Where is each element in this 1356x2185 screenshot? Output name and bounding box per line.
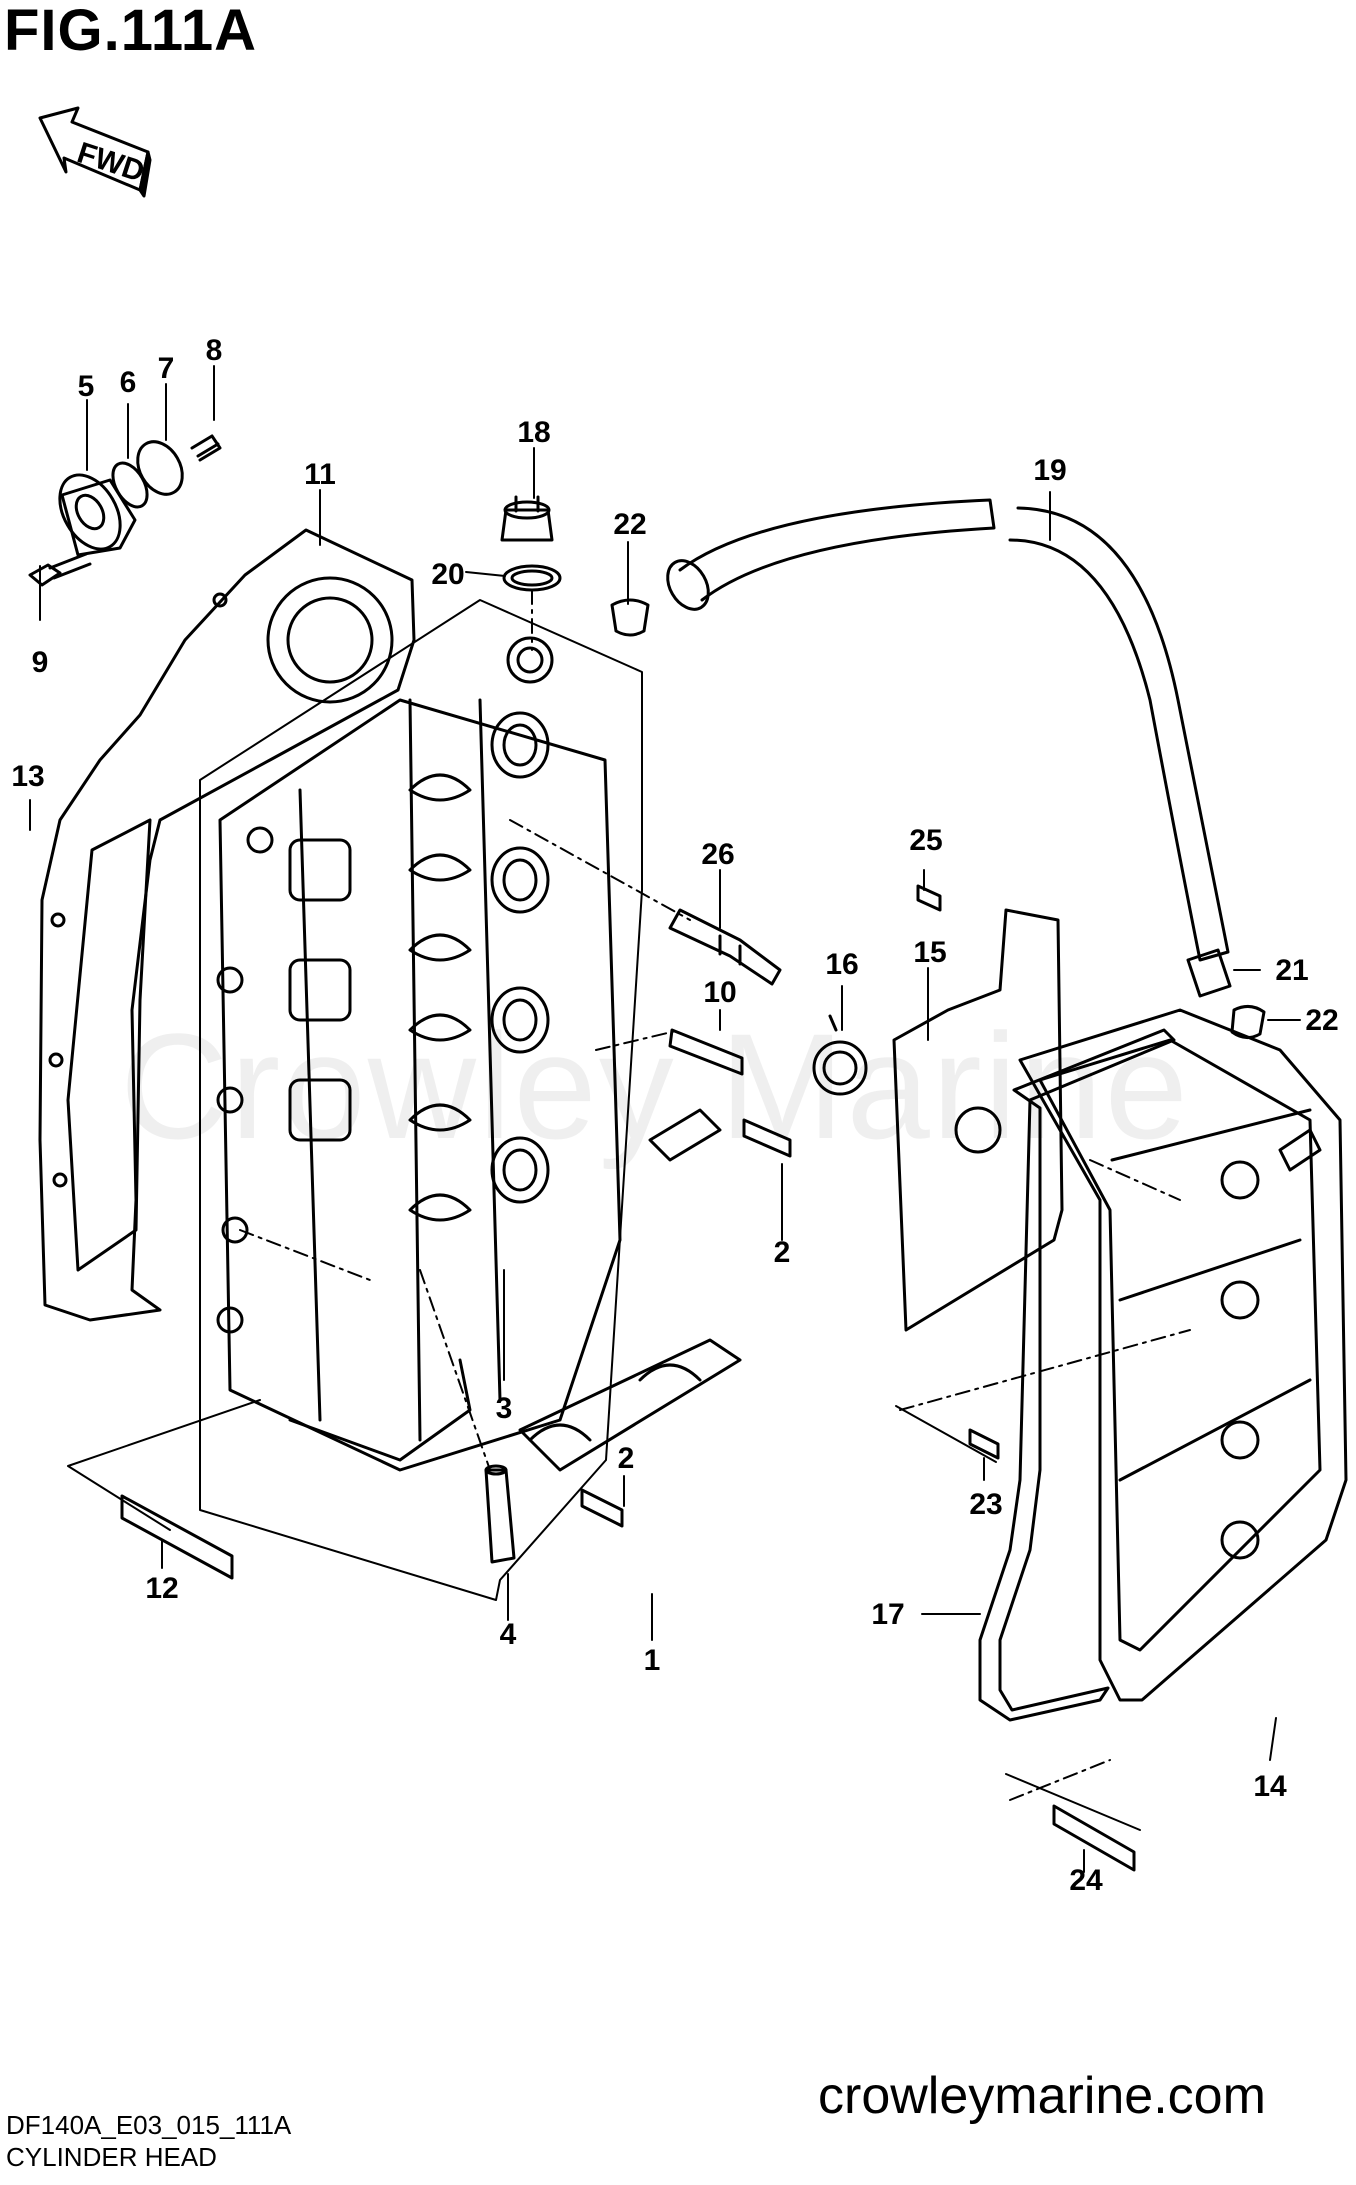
spark-plug xyxy=(668,908,782,986)
callout-10: 10 xyxy=(703,976,736,1009)
callout-3: 3 xyxy=(496,1392,513,1425)
callout-7: 7 xyxy=(158,352,175,385)
fwd-arrow-icon: FWD xyxy=(38,106,152,198)
callout-20: 20 xyxy=(431,558,464,591)
callout-5: 5 xyxy=(78,370,95,403)
cylinder-head xyxy=(199,599,643,1601)
callout-14: 14 xyxy=(1253,1770,1287,1803)
callout-25: 25 xyxy=(909,824,942,857)
callout-2-lower: 2 xyxy=(618,1442,635,1475)
leader-lines xyxy=(29,365,1301,1873)
callout-6: 6 xyxy=(120,366,137,399)
callout-19: 19 xyxy=(1033,454,1066,487)
bracket-lines xyxy=(67,1399,1141,1831)
cover-plate xyxy=(812,908,1064,1332)
callout-2-upper: 2 xyxy=(774,1236,791,1269)
dowel-pin xyxy=(484,1464,516,1564)
callout-numbers: 5 6 7 8 9 11 18 19 20 22 13 26 25 15 16 … xyxy=(11,334,1338,1897)
callout-11: 11 xyxy=(304,458,336,491)
callout-22-right: 22 xyxy=(1305,1004,1338,1037)
drawing-code: DF140A_E03_015_111A xyxy=(6,2110,292,2140)
callout-13: 13 xyxy=(11,760,44,793)
callout-1: 1 xyxy=(644,1644,661,1677)
callout-18: 18 xyxy=(517,416,550,449)
assembly-lines xyxy=(239,589,1191,1801)
callout-24: 24 xyxy=(1069,1864,1103,1897)
thermostat-cover xyxy=(28,434,222,587)
diagram-caption: CYLINDER HEAD xyxy=(6,2142,217,2172)
bolts xyxy=(120,884,1136,1872)
callout-17: 17 xyxy=(871,1598,904,1631)
fwd-label: FWD xyxy=(73,136,148,188)
callout-16: 16 xyxy=(825,948,858,981)
figure-title: FIG.111A xyxy=(4,0,258,63)
camshaft-caps xyxy=(518,1108,742,1472)
cylinder-head-cover xyxy=(1018,1008,1348,1702)
callout-12: 12 xyxy=(145,1572,178,1605)
callout-21: 21 xyxy=(1275,954,1308,987)
callout-26: 26 xyxy=(701,838,734,871)
callout-9: 9 xyxy=(32,646,49,679)
callout-8: 8 xyxy=(206,334,223,367)
callout-4: 4 xyxy=(500,1618,517,1651)
callout-15: 15 xyxy=(913,936,946,969)
callout-23: 23 xyxy=(969,1488,1002,1521)
website-link[interactable]: crowleymarine.com xyxy=(818,2067,1266,2125)
breather-hose xyxy=(666,498,1266,1039)
head-gasket xyxy=(38,528,416,1322)
cover-gasket xyxy=(978,1028,1176,1722)
callout-22-top: 22 xyxy=(613,508,646,541)
